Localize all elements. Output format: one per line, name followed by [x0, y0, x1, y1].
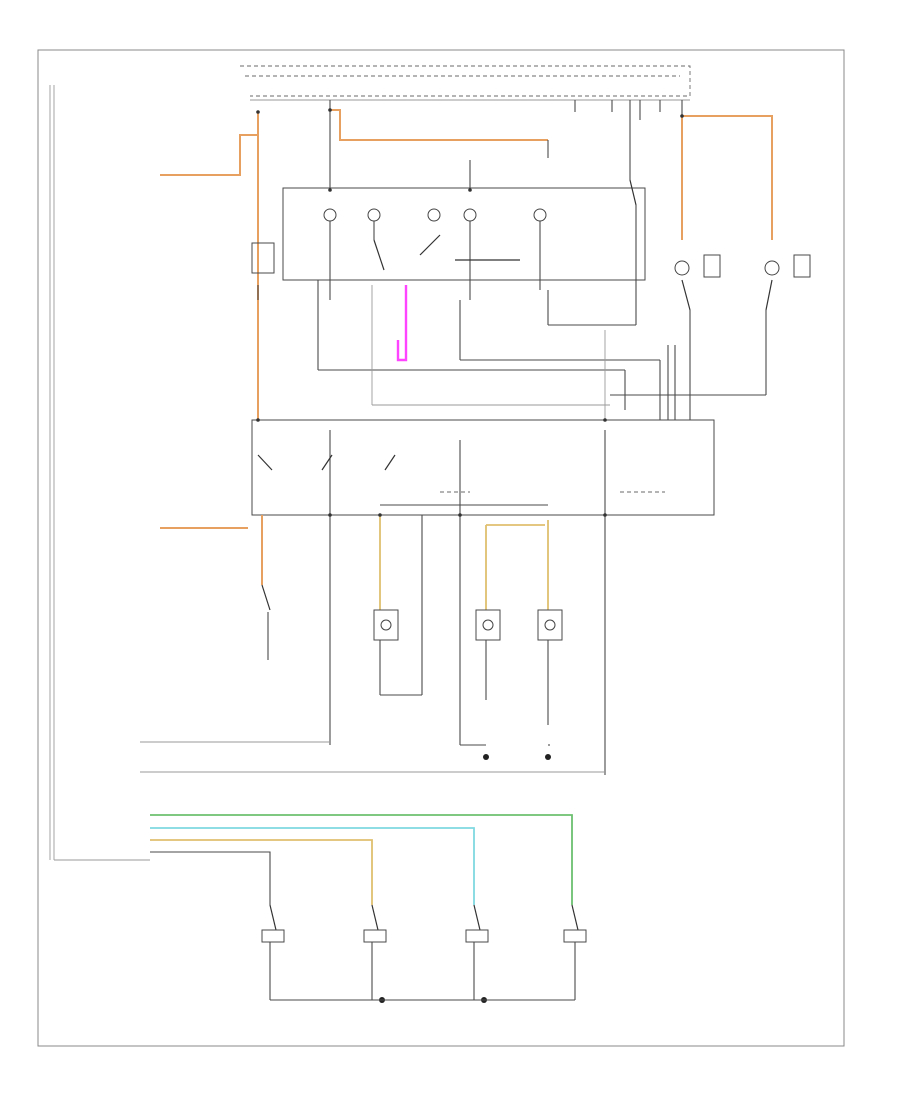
left-lower-feed [160, 515, 271, 660]
upper-switches [373, 179, 637, 280]
door-lamp-bus [54, 814, 573, 905]
mid-wiring [317, 280, 766, 420]
power-feed-orange [160, 109, 773, 420]
top-fuse-block [240, 65, 691, 101]
grounds [379, 754, 551, 1003]
lower-lamp-modules [373, 609, 563, 641]
upper-lamp-bank [282, 187, 646, 281]
top-wiring [329, 100, 683, 190]
left-bus [49, 85, 55, 860]
junction-nodes [256, 108, 684, 517]
highlight-wire-magenta [396, 285, 408, 362]
signal-lines [140, 741, 605, 773]
diagram-frame [37, 49, 845, 1047]
lower-lamp-wiring [329, 504, 606, 775]
left-lamp-module [251, 242, 275, 300]
central-fuse-box [251, 419, 715, 516]
right-lamps [674, 254, 811, 420]
door-lamps [261, 904, 587, 1001]
upper-lamps [323, 208, 547, 300]
